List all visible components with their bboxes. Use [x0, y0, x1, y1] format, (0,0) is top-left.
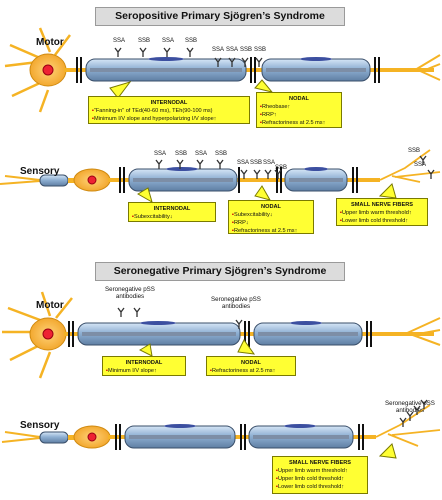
antibody-label: SSB: [240, 47, 253, 53]
box-header: NODAL: [289, 96, 309, 102]
sero-pos-sensory-neuron: [0, 149, 441, 193]
antibody-label: SSA: [226, 47, 239, 53]
sero-pos-motor-internodal-box: INTERNODAL ▪“Fanning-in” of TEd(40-60 ms…: [88, 96, 250, 124]
sero-pos-motor-callouts: [109, 79, 274, 99]
antibody-label: SSA: [195, 151, 208, 157]
sero-pos-sensory-label: Sensory: [20, 166, 60, 177]
antibody-label: SSA: [237, 160, 250, 166]
box-item: ▪Lower limb cold threshold↑: [340, 218, 409, 224]
sero-pos-motor-label: Motor: [36, 37, 64, 48]
antibody-label: SSB: [138, 38, 151, 44]
sero-pos-sensory-nodal-box: NODAL ▪Subexcitability↓ ▪RRP↓ ▪Refractor…: [228, 200, 314, 234]
box-item: ▪Upper limb cold threshold↑: [276, 476, 345, 482]
antibody-label: SSA: [212, 47, 225, 53]
sero-pos-motor-neuron: [4, 27, 441, 113]
antibody-label: SSB: [215, 151, 228, 157]
antibody-label: SSB: [275, 165, 288, 171]
antibody-label: SSA: [162, 38, 175, 44]
box-header: NODAL: [261, 204, 281, 210]
box-item: ▪RRP↓: [232, 220, 249, 226]
box-item: ▪Refractoriness at 2.5 ms↑: [210, 368, 276, 374]
antibody-label: SSA: [414, 162, 427, 168]
box-item: ▪Subexcitability↓: [232, 212, 273, 218]
box-item: ▪Lower limb cold threshold↑: [276, 484, 345, 490]
sero-neg-sensory-small-fibers-box: SMALL NERVE FIBERS ▪Upper limb warm thre…: [272, 456, 368, 494]
box-item: ▪Refractoriness at 2.5 ms↑: [260, 120, 326, 126]
antibody-label: SSB: [185, 38, 198, 44]
box-item: ▪Refractoriness at 2.5 ms↑: [232, 228, 298, 234]
seronegative-title: Seronegative Primary Sjögren’s Syndrome: [95, 262, 345, 281]
antibody-label: SSB: [408, 148, 421, 154]
sero-neg-motor-nodal-box: NODAL ▪Refractoriness at 2.5 ms↑: [206, 356, 296, 376]
antibody-label: SSB: [175, 151, 188, 157]
sero-pos-sensory-callouts: [137, 183, 397, 204]
box-header: INTERNODAL: [153, 206, 191, 212]
sero-pos-sensory-small-fibers-box: SMALL NERVE FIBERS ▪Upper limb warm thre…: [336, 198, 428, 226]
sero-neg-sensory-callouts: [378, 443, 397, 459]
box-header: SMALL NERVE FIBERS: [289, 460, 351, 466]
box-item: ▪Subexcitability↓: [132, 214, 173, 220]
box-header: SMALL NERVE FIBERS: [351, 202, 413, 208]
sero-neg-motor-neuron: [2, 291, 441, 379]
antibody-label: SSA: [113, 38, 126, 44]
sero-neg-motor-internodal-box: INTERNODAL ▪Minimum I/V slope↑: [102, 356, 186, 376]
box-header: INTERNODAL: [125, 360, 163, 366]
box-item: ▪Minimum I/V slope↑: [106, 368, 157, 374]
antibody-label: SSB: [250, 160, 263, 166]
sero-neg-sensory-label: Sensory: [20, 420, 60, 431]
box-item: ▪Rheobase↑: [260, 104, 291, 110]
box-item: ▪“Fanning-in” of TEd(40-60 ms), TEh(90-1…: [92, 108, 213, 114]
antibody-label: SSB: [254, 47, 267, 53]
sero-neg-motor-antibody-note-1: Seronegative pSS antibodies: [105, 286, 155, 300]
box-item: ▪RRP↑: [260, 112, 277, 118]
box-item: ▪Upper limb warm threshold↑: [276, 468, 348, 474]
antibody-label: SSA: [154, 151, 167, 157]
sero-neg-sensory-neuron: [1, 404, 441, 450]
box-header: INTERNODAL: [150, 100, 188, 106]
sero-pos-motor-nodal-box: NODAL ▪Rheobase↑ ▪RRP↑ ▪Refractoriness a…: [256, 92, 342, 128]
sero-pos-sensory-internodal-box: INTERNODAL ▪Subexcitability↓: [128, 202, 216, 222]
sero-neg-sensory-antibody-note: Seronegative pSS antibodies: [385, 400, 435, 414]
box-item: ▪Minimum I/V slope and hyperpolarizing I…: [92, 116, 217, 122]
sero-neg-motor-antibody-note-2: Seronegative pSS antibodies: [211, 296, 261, 310]
box-item: ▪Upper limb warm threshold↑: [340, 210, 412, 216]
box-header: NODAL: [241, 360, 261, 366]
antibody-label: SSA: [263, 160, 276, 166]
sero-neg-motor-label: Motor: [36, 300, 64, 311]
sero-neg-motor-callouts: [138, 339, 256, 357]
seropositive-title: Seropositive Primary Sjögren’s Syndrome: [95, 7, 345, 26]
